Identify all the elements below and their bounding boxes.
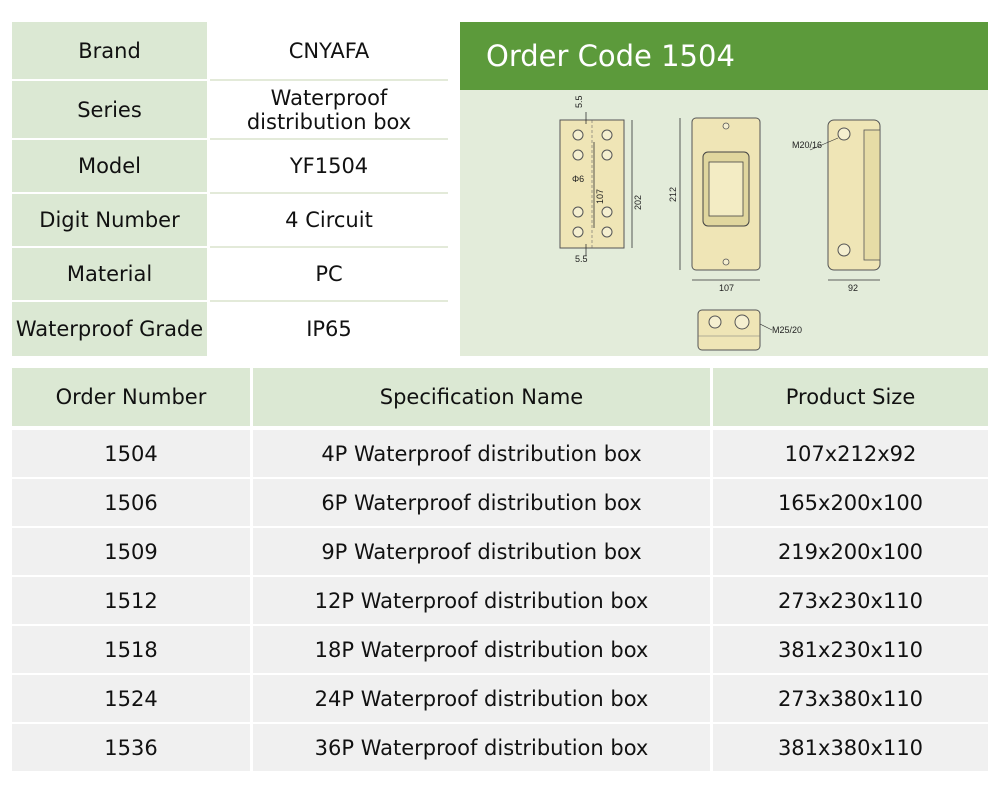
header-specification-name: Specification Name xyxy=(250,368,710,426)
dim-phi-6: Φ6 xyxy=(572,174,584,184)
product-size-cell: 273x230x110 xyxy=(710,577,988,624)
order-code-panel: Order Code 1504 5.5 Φ6 107 202 5.5 xyxy=(460,22,988,356)
dim-107-vertical: 107 xyxy=(595,189,605,204)
table-row: 1512 12P Waterproof distribution box 273… xyxy=(12,577,988,624)
table-row: 1506 6P Waterproof distribution box 165x… xyxy=(12,479,988,526)
spec-label-digit-number: Digit Number xyxy=(12,194,210,248)
dim-m25-20: M25/20 xyxy=(772,325,802,335)
spec-value-material: PC xyxy=(210,248,448,302)
spec-label-brand: Brand xyxy=(12,22,210,81)
spec-name-cell: 18P Waterproof distribution box xyxy=(250,626,710,673)
spec-value-waterproof-grade: IP65 xyxy=(210,302,448,356)
order-number-cell: 1509 xyxy=(104,539,158,564)
dim-92: 92 xyxy=(848,283,858,293)
bottom-view-drawing: M25/20 xyxy=(697,309,802,351)
spec-label-waterproof-grade: Waterproof Grade xyxy=(12,302,210,356)
side-view-drawing: M20/16 92 xyxy=(792,119,881,293)
spec-name-cell: 9P Waterproof distribution box xyxy=(250,528,710,575)
dim-5-5-bottom: 5.5 xyxy=(575,254,588,264)
spec-name-cell: 4P Waterproof distribution box xyxy=(250,430,710,477)
product-size-cell: 165x200x100 xyxy=(710,479,988,526)
table-row: 1504 4P Waterproof distribution box 107x… xyxy=(12,430,988,477)
product-size-cell: 273x380x110 xyxy=(710,675,988,722)
technical-drawing: 5.5 Φ6 107 202 5.5 212 107 M20/16 xyxy=(559,95,881,351)
spec-value-digit-number: 4 Circuit xyxy=(210,194,448,248)
spec-value-brand: CNYAFA xyxy=(210,22,448,81)
front-view-drawing: 212 107 xyxy=(668,117,761,293)
spec-label-series: Series xyxy=(12,81,210,140)
spec-name-cell: 36P Waterproof distribution box xyxy=(250,724,710,771)
order-number-cell: 1524 xyxy=(104,686,158,711)
table-row: 1509 9P Waterproof distribution box 219x… xyxy=(12,528,988,575)
order-list-table: Order Number Specification Name Product … xyxy=(12,368,988,771)
product-size-cell: 381x230x110 xyxy=(710,626,988,673)
order-number-cell: 1536 xyxy=(104,735,158,760)
table-row: 1518 18P Waterproof distribution box 381… xyxy=(12,626,988,673)
product-size-cell: 107x212x92 xyxy=(710,430,988,477)
spec-table: Brand CNYAFA Series Waterproof distribut… xyxy=(12,22,448,356)
dim-212: 212 xyxy=(668,187,678,202)
spec-label-material: Material xyxy=(12,248,210,302)
spec-name-cell: 24P Waterproof distribution box xyxy=(250,675,710,722)
order-number-cell: 1512 xyxy=(104,588,158,613)
table-row: 1524 24P Waterproof distribution box 273… xyxy=(12,675,988,722)
dim-202: 202 xyxy=(633,195,643,210)
dim-5-5-top: 5.5 xyxy=(574,95,584,108)
header-order-number: Order Number xyxy=(55,385,207,409)
table-row: 1536 36P Waterproof distribution box 381… xyxy=(12,724,988,771)
product-size-cell: 381x380x110 xyxy=(710,724,988,771)
dim-107-horizontal: 107 xyxy=(719,283,734,293)
spec-value-series: Waterproof distribution box xyxy=(210,81,448,140)
order-number-cell: 1518 xyxy=(104,637,158,662)
header-product-size: Product Size xyxy=(710,368,988,426)
back-view-drawing: 5.5 Φ6 107 202 5.5 xyxy=(559,95,643,264)
dim-m20-16: M20/16 xyxy=(792,140,822,150)
order-number-cell: 1506 xyxy=(104,490,158,515)
spec-value-model: YF1504 xyxy=(210,140,448,194)
spec-name-cell: 6P Waterproof distribution box xyxy=(250,479,710,526)
spec-label-model: Model xyxy=(12,140,210,194)
order-code-title: Order Code 1504 xyxy=(460,22,988,90)
spec-name-cell: 12P Waterproof distribution box xyxy=(250,577,710,624)
product-size-cell: 219x200x100 xyxy=(710,528,988,575)
order-list-header: Order Number Specification Name Product … xyxy=(12,368,988,426)
order-number-cell: 1504 xyxy=(104,441,158,466)
